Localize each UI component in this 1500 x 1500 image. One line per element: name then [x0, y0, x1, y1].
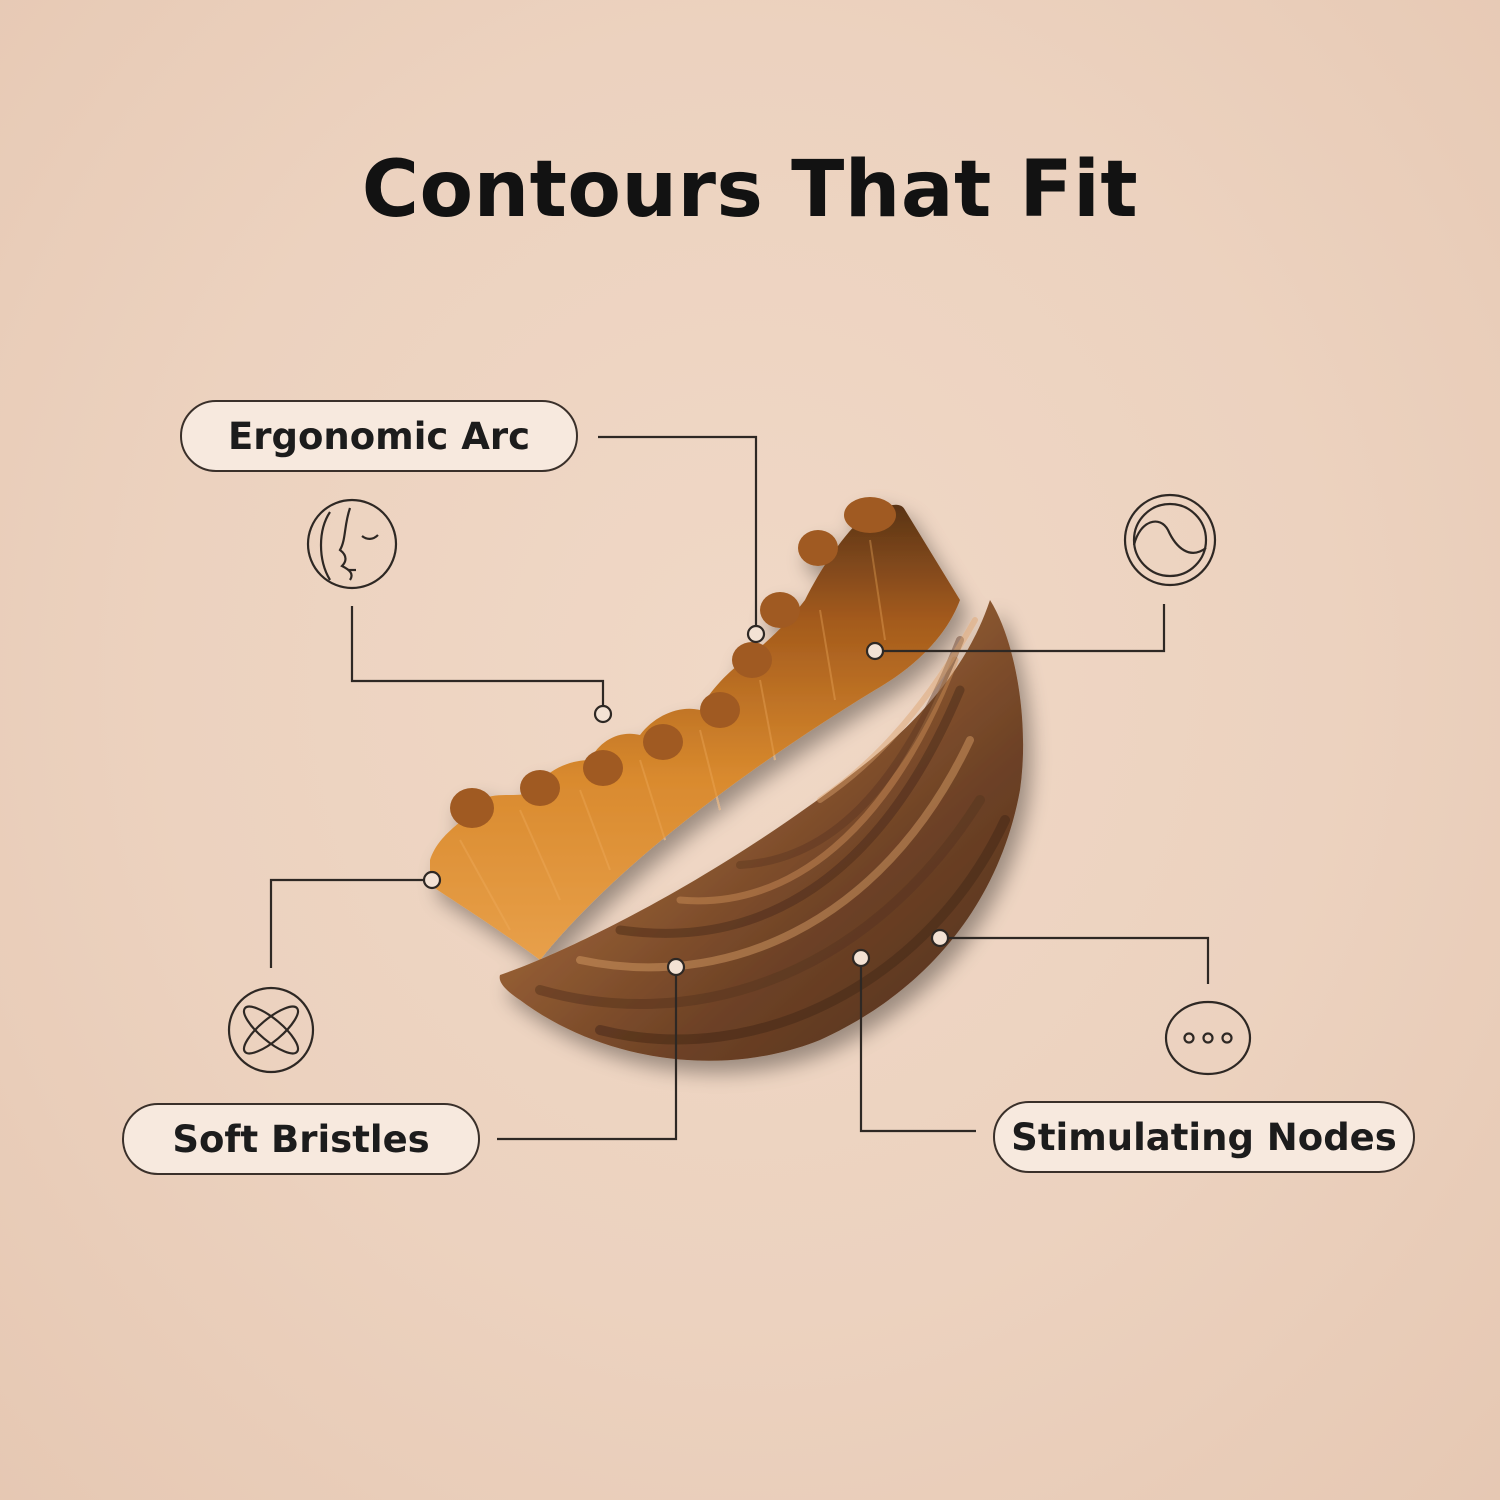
wave-circle-icon: [1123, 493, 1217, 587]
face-profile-icon: [306, 498, 398, 590]
crossed-ovals-icon: [227, 986, 315, 1074]
bristles: [430, 504, 960, 960]
soft-bristles-text: Soft Bristles: [172, 1117, 430, 1161]
stimulating-nodes-text: Stimulating Nodes: [1011, 1115, 1397, 1159]
brush-product: [430, 497, 1024, 1061]
soft-bristles-label: Soft Bristles: [122, 1103, 480, 1175]
ergonomic-arc-text: Ergonomic Arc: [227, 414, 531, 458]
page-title: Contours That Fit: [361, 145, 1139, 235]
connector-lines: [269, 435, 1210, 1141]
three-dots-icon: [1164, 1000, 1252, 1076]
nodes: [450, 497, 896, 828]
ergonomic-arc-label: Ergonomic Arc: [180, 400, 578, 472]
stimulating-nodes-label: Stimulating Nodes: [993, 1101, 1415, 1173]
wood-handle: [499, 600, 1024, 1061]
